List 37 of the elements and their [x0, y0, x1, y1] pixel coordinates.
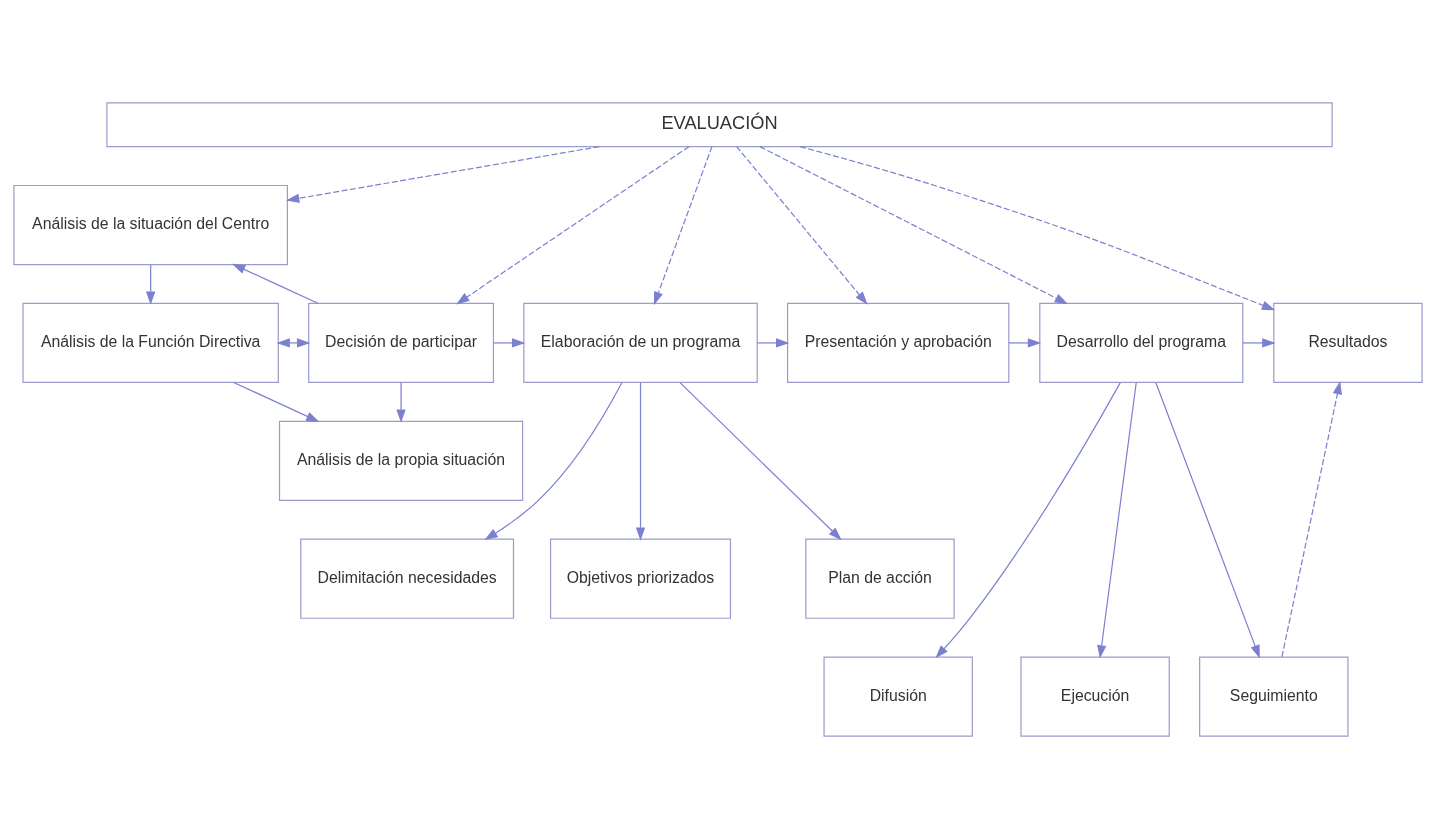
arrow — [276, 338, 311, 348]
node-box: Análisis de la propia situación — [278, 420, 524, 501]
arrow — [653, 146, 713, 306]
arrow — [679, 382, 842, 541]
arrow — [935, 382, 1121, 659]
arrow — [233, 381, 320, 422]
node-box: Análisis de la situación del Centro — [13, 184, 289, 266]
node-box: Elaboración de un programa — [523, 302, 758, 384]
node-box: Delimitación necesidades — [300, 538, 515, 619]
node-box: Objetivos priorizados — [549, 538, 732, 619]
node-box: Presentación y aprobación — [787, 302, 1010, 384]
arrow — [1097, 382, 1137, 659]
node-box: Decisión de participar — [308, 302, 495, 384]
node-box: Desarrollo del programa — [1039, 302, 1244, 384]
arrow — [493, 338, 526, 348]
arrow — [1155, 382, 1260, 659]
arrow — [232, 263, 319, 304]
arrow — [736, 146, 868, 305]
arrow — [396, 381, 406, 423]
arrow — [484, 382, 623, 541]
arrow — [799, 146, 1276, 311]
arrow — [456, 146, 690, 305]
arrow — [1008, 338, 1042, 348]
node-box: Análisis de la Función Directiva — [22, 302, 279, 384]
arrow — [1242, 338, 1276, 348]
node-box: EVALUACIÓN — [106, 102, 1333, 148]
node-box: Resultados — [1273, 302, 1423, 384]
arrow — [756, 338, 790, 348]
node-box: Difusión — [823, 656, 973, 737]
node-box: Plan de acción — [805, 538, 955, 619]
arrow — [146, 264, 156, 305]
node-box: Seguimiento — [1199, 656, 1349, 737]
node-box: Ejecución — [1020, 656, 1170, 737]
arrow — [635, 382, 646, 541]
arrow — [1281, 380, 1342, 658]
arrow — [759, 146, 1069, 305]
arrow — [285, 146, 600, 203]
